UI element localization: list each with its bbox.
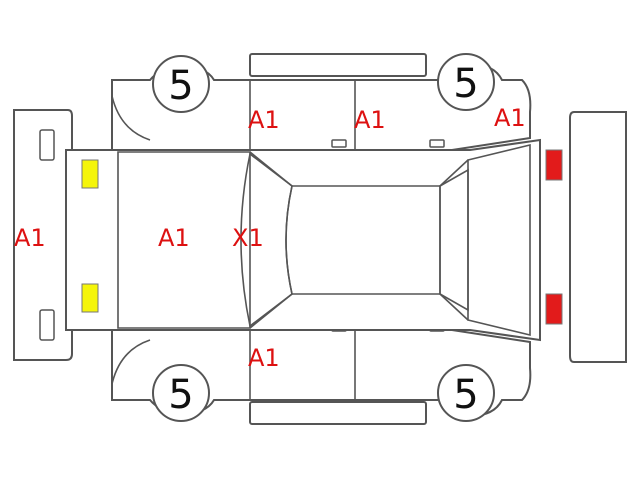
right-side-panel — [111, 323, 532, 425]
tire-front-left-value: 5 — [168, 63, 193, 109]
tire-front-left: 5 — [152, 55, 210, 113]
damage-windshield: X1 — [232, 224, 264, 252]
tire-rear-left-value: 5 — [453, 61, 478, 107]
damage-left-front-door: A1 — [248, 106, 280, 134]
headlights — [81, 159, 99, 313]
tire-rear-right: 5 — [437, 364, 495, 422]
damage-hood: A1 — [158, 224, 190, 252]
taillight-right — [545, 293, 563, 325]
taillight-left — [545, 149, 563, 181]
taillights — [545, 149, 563, 325]
left-side-panel — [111, 53, 532, 151]
tailgate — [467, 143, 531, 337]
tire-front-right: 5 — [152, 364, 210, 422]
tire-rear-left: 5 — [437, 53, 495, 111]
roof — [285, 185, 441, 295]
headlight-right — [81, 283, 99, 313]
damage-right-front-door: A1 — [248, 344, 280, 372]
tire-rear-right-value: 5 — [453, 372, 478, 418]
damage-left-rear-quarter: A1 — [494, 104, 526, 132]
front-bumper — [13, 109, 73, 361]
tire-front-right-value: 5 — [168, 372, 193, 418]
headlight-left — [81, 159, 99, 189]
damage-front-bumper: A1 — [14, 224, 46, 252]
rear-bumper — [569, 111, 627, 363]
damage-left-rear-door: A1 — [354, 106, 386, 134]
car-body-top-view — [65, 138, 541, 342]
